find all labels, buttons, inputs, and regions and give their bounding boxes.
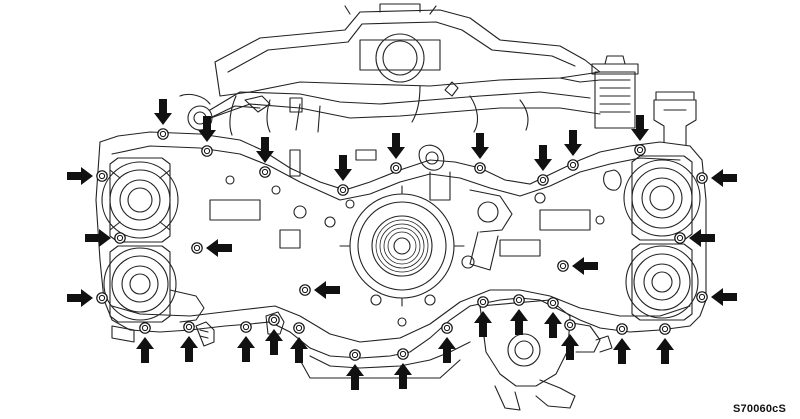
bolt-head	[98, 172, 106, 180]
bolt-head	[698, 174, 706, 182]
bolt-arrow-up	[290, 337, 308, 363]
figure-code: S70060cS	[733, 403, 786, 415]
bolt-arrow-down	[471, 133, 489, 159]
bolt-arrow-up	[180, 336, 198, 362]
bolt-head	[661, 325, 669, 333]
bolt-arrow-down	[198, 116, 216, 142]
bolt-arrow-down	[154, 99, 172, 125]
bolt-arrow-down	[564, 130, 582, 156]
bolt-head	[339, 186, 347, 194]
crankshaft-pulley	[339, 185, 465, 307]
bolt-head	[295, 324, 303, 332]
bolt-arrow-up	[237, 336, 255, 362]
bolt-arrow-right	[67, 289, 93, 307]
bolt-arrow-up	[474, 311, 492, 337]
bolt-arrow-left	[711, 288, 737, 306]
breather-tube	[653, 91, 697, 151]
bolt-arrow-up	[136, 337, 154, 363]
bolt-head	[116, 234, 124, 242]
intake-manifold	[179, 3, 601, 136]
bolt-arrow-right	[85, 229, 111, 247]
bolt-arrow-left	[206, 239, 232, 257]
bolt-head	[301, 286, 309, 294]
bolt-head	[476, 164, 484, 172]
bolt-head	[203, 147, 211, 155]
bolt-head	[185, 323, 193, 331]
bolt-arrow-right	[67, 167, 93, 185]
bolt-head	[98, 294, 106, 302]
bolt-arrow-down	[334, 155, 352, 181]
bolt-head	[242, 323, 250, 331]
bolt-head	[539, 176, 547, 184]
bolt-head	[636, 146, 644, 154]
bolt-arrow-down	[631, 115, 649, 141]
bolt-arrow-up	[510, 309, 528, 335]
bolt-markers	[96, 128, 708, 361]
bolt-arrow-down	[534, 145, 552, 171]
bolt-arrow-down	[256, 137, 274, 163]
bolt-arrow-up	[265, 329, 283, 355]
bolt-head	[193, 244, 201, 252]
left-cam-sprocket-upper	[101, 157, 179, 243]
left-cam-sprocket-lower	[103, 245, 205, 323]
bolt-head	[351, 351, 359, 359]
bolt-head	[676, 234, 684, 242]
bolt-head	[479, 298, 487, 306]
bolt-arrow-up	[438, 337, 456, 363]
bolt-head	[270, 316, 278, 324]
bolt-arrow-up	[561, 334, 579, 360]
bolt-head	[159, 130, 167, 138]
bolt-arrows	[67, 99, 737, 390]
water-pump	[479, 299, 613, 411]
bolt-arrow-left	[711, 169, 737, 187]
bolt-head	[559, 262, 567, 270]
bolt-head	[698, 293, 706, 301]
right-cam-sprocket-lower	[625, 243, 699, 321]
bolt-arrow-left	[689, 229, 715, 247]
bolt-arrow-up	[656, 338, 674, 364]
bolt-head	[392, 164, 400, 172]
oil-filler-neck	[591, 55, 639, 129]
bolt-head	[443, 324, 451, 332]
bolt-head	[566, 321, 574, 329]
bolt-head	[141, 324, 149, 332]
bolt-head	[399, 350, 407, 358]
lower-left-bracket	[111, 311, 285, 347]
bolt-head	[261, 168, 269, 176]
bolt-head	[515, 296, 523, 304]
bolt-head	[569, 161, 577, 169]
timing-cover-details	[209, 144, 622, 327]
bolt-arrow-left	[572, 257, 598, 275]
bolt-arrow-down	[387, 133, 405, 159]
bolt-arrow-up	[544, 312, 562, 338]
bolt-arrow-up	[613, 338, 631, 364]
bolt-arrow-up	[394, 363, 412, 389]
bolt-arrow-up	[346, 364, 364, 390]
bolt-arrow-left	[314, 281, 340, 299]
bolt-head	[618, 325, 626, 333]
bolt-head	[549, 299, 557, 307]
